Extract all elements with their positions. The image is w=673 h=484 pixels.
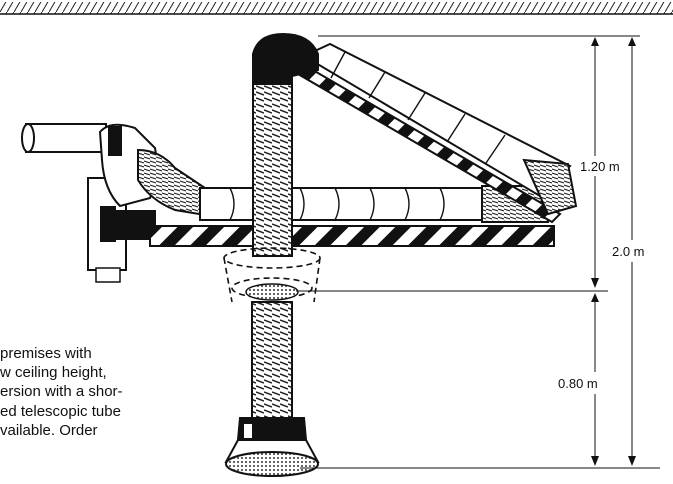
- caption-line: ersion with a shor-: [0, 383, 123, 401]
- caption-line: ed telescopic tube: [0, 402, 121, 420]
- dimension-labels: 1.20 m 2.0 m 0.80 m: [554, 156, 662, 394]
- upper-arm-hose: [301, 42, 578, 216]
- caption-line: w ceiling height,: [0, 364, 107, 382]
- caption-text: premises with w ceiling height, ersion w…: [0, 344, 214, 440]
- dimension-upper-label: 1.20 m: [580, 159, 620, 174]
- ceiling: [0, 2, 673, 15]
- telescopic-tube: [251, 301, 293, 419]
- caption-line: premises with: [0, 345, 92, 362]
- dimension-lower-label: 0.80 m: [558, 376, 598, 391]
- fan-hose: [137, 148, 206, 217]
- vertical-column: [252, 32, 319, 257]
- caption-line: vailable. Order: [0, 421, 98, 439]
- extraction-hood: [224, 417, 320, 477]
- dimension-total-label: 2.0 m: [612, 244, 645, 259]
- lower-support-rail: [149, 225, 555, 247]
- telescopic-sleeve: [223, 247, 321, 303]
- wall-bracket: [87, 177, 156, 283]
- lower-arm-hose: [199, 185, 549, 223]
